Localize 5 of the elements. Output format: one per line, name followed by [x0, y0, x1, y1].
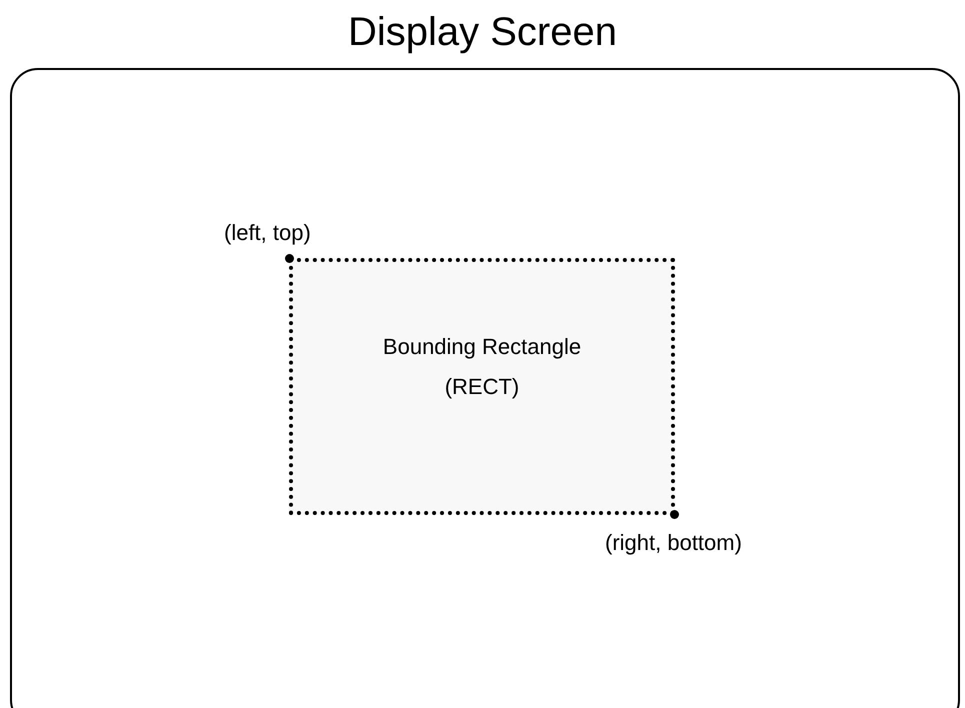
corner-label: (left, top) — [224, 220, 311, 246]
screen-title: Display Screen — [346, 9, 618, 56]
bounding-rectangle — [289, 258, 675, 515]
corner-label: (right, bottom) — [605, 530, 742, 556]
rect-label: Bounding Rectangle (RECT) — [382, 332, 582, 400]
